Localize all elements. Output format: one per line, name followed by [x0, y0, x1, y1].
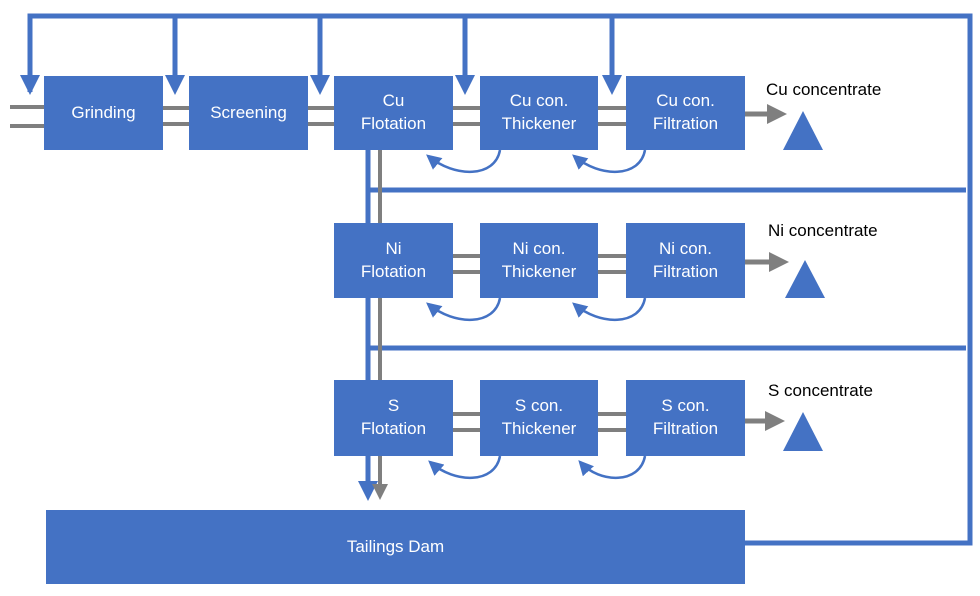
- unit-label-line2: Flotation: [360, 419, 427, 438]
- ni-concentrate-label: Ni concentrate: [768, 221, 878, 240]
- unit-tailings-dam: Tailings Dam: [46, 510, 745, 584]
- slurry-lines: [10, 105, 626, 500]
- unit-cu-filtration: Cu con. Filtration: [626, 76, 745, 150]
- unit-label-line1: Ni con.: [659, 238, 712, 258]
- unit-label-line2: Flotation: [360, 114, 427, 133]
- unit-label-line1: Ni con.: [512, 238, 566, 258]
- unit-s-thickener: S con. Thickener: [480, 380, 598, 456]
- unit-ni-thickener: Ni con. Thickener: [480, 223, 598, 298]
- unit-label-line2: Thickener: [501, 261, 577, 281]
- product-piles: [783, 111, 825, 451]
- unit-label-line2: Thickener: [501, 114, 577, 133]
- unit-label-line1: S: [387, 396, 400, 416]
- unit-ni-flotation: Ni Flotation: [334, 223, 453, 298]
- unit-s-flotation: S Flotation: [334, 380, 453, 456]
- s-concentrate-label: S concentrate: [768, 381, 873, 400]
- unit-grinding: Grinding: [44, 76, 163, 150]
- unit-cu-flotation: Cu Flotation: [334, 76, 453, 150]
- unit-label: Grinding: [71, 102, 136, 122]
- unit-label-line2: Filtration: [652, 419, 719, 438]
- cu-concentrate-label: Cu concentrate: [766, 80, 882, 99]
- unit-label-line1: Cu con.: [509, 91, 569, 111]
- unit-label-line1: S con.: [514, 396, 564, 416]
- s-product-pile: [783, 412, 823, 451]
- unit-label-line1: S con.: [661, 396, 710, 416]
- unit-label-line1: Ni: [385, 238, 402, 258]
- unit-label: Screening: [210, 102, 287, 122]
- water-feed-drops: [20, 16, 622, 501]
- cu-product-pile: [783, 111, 823, 150]
- unit-label-line2: Filtration: [652, 261, 719, 281]
- unit-label-line1: Cu con.: [656, 91, 715, 111]
- unit-s-filtration: S con. Filtration: [626, 380, 745, 456]
- unit-screening: Screening: [189, 76, 308, 150]
- unit-label-line2: Filtration: [652, 114, 719, 133]
- concentrate-outflow-arrows: [745, 104, 789, 431]
- unit-label-line2: Thickener: [501, 419, 577, 438]
- unit-label-line2: Flotation: [360, 261, 427, 281]
- unit-ni-filtration: Ni con. Filtration: [626, 223, 745, 298]
- unit-label: Tailings Dam: [346, 536, 445, 556]
- ni-product-pile: [785, 260, 825, 298]
- overflow-recycle-curves: [426, 149, 647, 480]
- unit-label-line1: Cu: [382, 91, 405, 111]
- unit-cu-thickener: Cu con. Thickener: [480, 76, 598, 150]
